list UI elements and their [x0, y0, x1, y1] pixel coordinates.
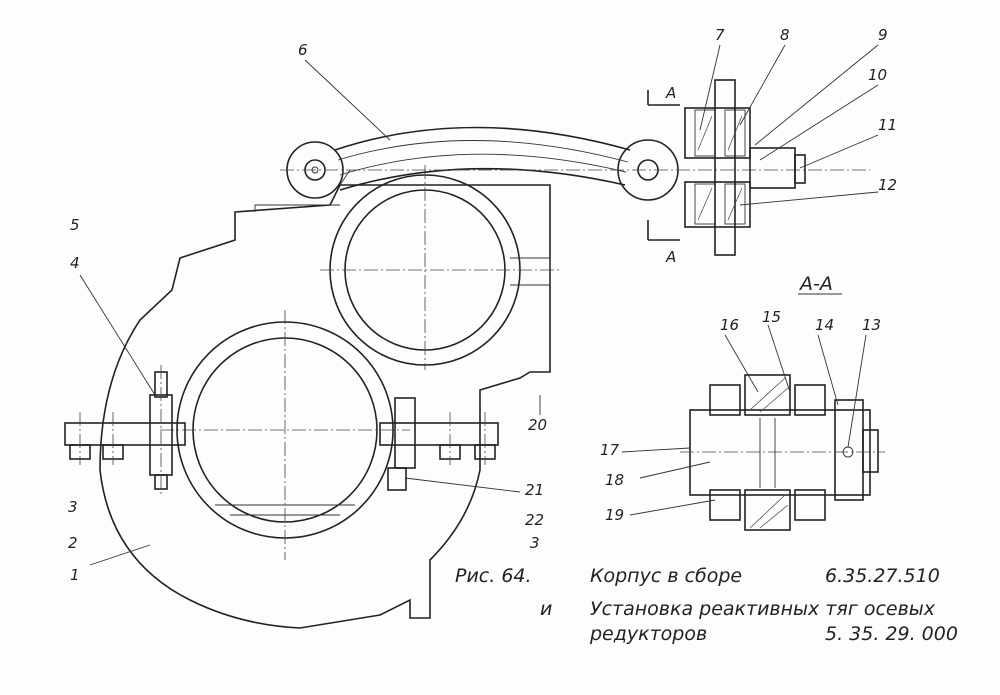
section-aa-view: A-A [680, 273, 885, 531]
part-label-11: 11 [878, 116, 897, 134]
part-label-4: 4 [70, 254, 80, 272]
part-label-5: 5 [70, 216, 80, 234]
part-label-19: 19 [605, 506, 624, 524]
caption-code-1: 6.35.27.510 [825, 565, 940, 587]
part-label-3: 3 [68, 498, 78, 516]
part-label-18: 18 [605, 471, 624, 489]
part-label-12: 12 [878, 176, 897, 194]
reaction-rod [280, 126, 870, 201]
part-label-22: 22 [525, 511, 544, 529]
part-label-6: 6 [298, 41, 308, 59]
section-mark-top: A [665, 84, 676, 102]
part-label-9: 9 [878, 26, 888, 44]
part-label-14: 14 [815, 316, 834, 334]
caption-conjunction: и [540, 598, 552, 620]
section-aa-title: A-A [798, 273, 833, 295]
part-label-1: 1 [70, 566, 80, 584]
figure-number: Рис. 64. [455, 565, 532, 587]
leaders [79, 44, 879, 566]
section-marks: A A [647, 84, 680, 266]
part-label-2: 2 [68, 534, 78, 552]
caption-code-2: 5. 35. 29. 000 [825, 623, 958, 645]
caption: Рис. 64. Корпус в сборе 6.35.27.510 и Ус… [455, 565, 958, 645]
caption-title-1: Корпус в сборе [590, 565, 742, 587]
caption-title-2a: Установка реактивных тяг осевых [590, 598, 936, 620]
housing-body [99, 169, 551, 629]
part-label-15: 15 [762, 308, 781, 326]
part-label-13: 13 [862, 316, 881, 334]
bushing-assembly [684, 79, 806, 256]
large-bore [160, 310, 410, 560]
part-label-3b: 3 [530, 534, 540, 552]
part-label-7: 7 [715, 26, 725, 44]
caption-title-2b: редукторов [589, 623, 707, 645]
part-label-17: 17 [600, 441, 620, 459]
split-flange [64, 365, 499, 495]
section-mark-bottom: A [665, 248, 676, 266]
part-label-16: 16 [720, 316, 739, 334]
small-bore [320, 165, 560, 370]
part-label-21: 21 [525, 481, 544, 499]
part-label-20: 20 [528, 416, 547, 434]
part-label-8: 8 [780, 26, 790, 44]
part-label-10: 10 [868, 66, 887, 84]
